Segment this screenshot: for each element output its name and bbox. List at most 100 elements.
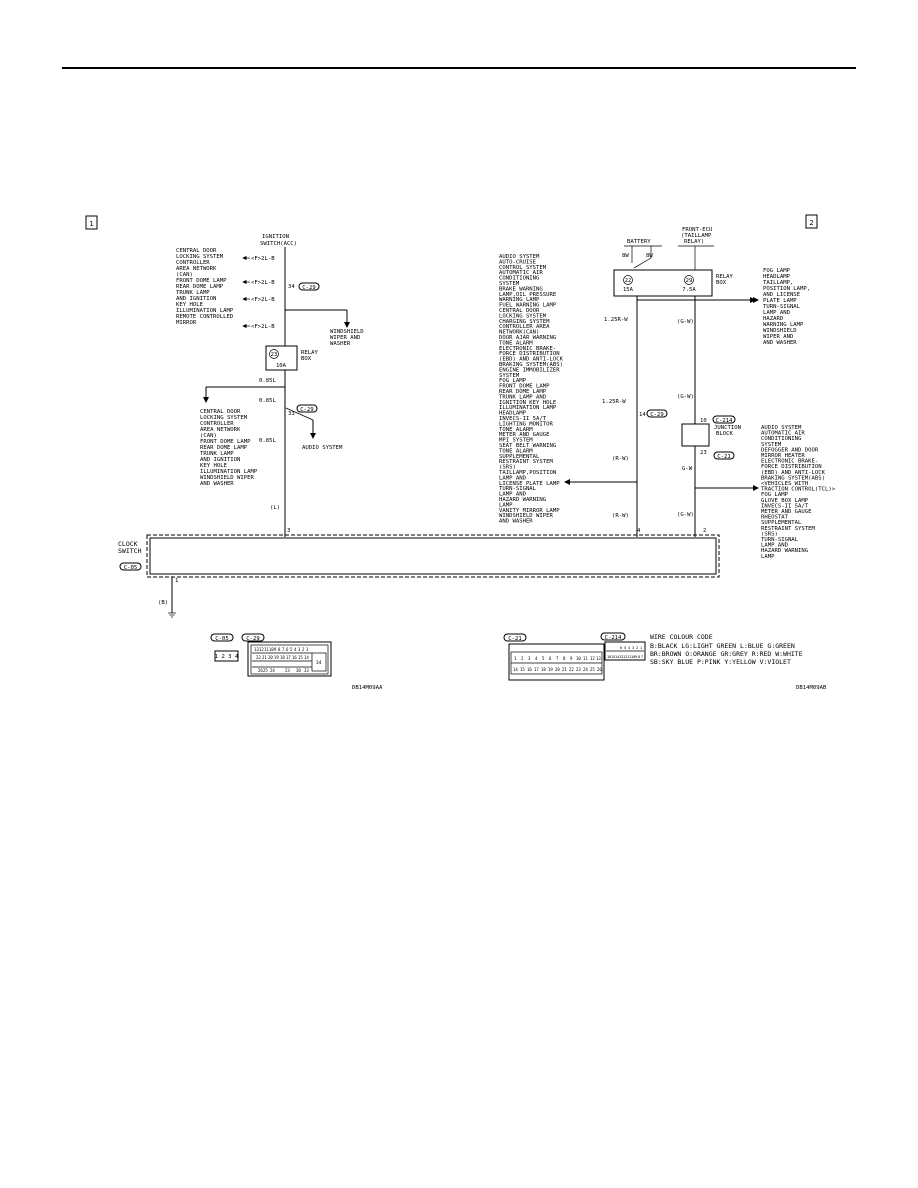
left-bottom-load-list: CENTRAL DOOR LOCKING SYSTEM CONTROLLER A… <box>200 409 258 487</box>
svg-text:11: 11 <box>264 647 269 652</box>
fuse-22-amp: 15A <box>623 287 634 293</box>
relay-box-right <box>613 269 713 297</box>
svg-text:(EBD) AND ANTI-LOCK: (EBD) AND ANTI-LOCK <box>499 357 564 363</box>
connector-c05-diagram <box>214 650 239 662</box>
svg-text:15: 15 <box>298 655 303 660</box>
svg-text:FUEL WARNING LAMP: FUEL WARNING LAMP <box>499 303 557 309</box>
wire-colour-legend: WIRE COLOUR CODE B:BLACK LG:LIGHT GREEN … <box>650 633 803 666</box>
svg-text:5: 5 <box>624 646 626 650</box>
svg-text:9: 9 <box>635 655 637 659</box>
svg-text:C-29: C-29 <box>246 636 259 642</box>
svg-text:AREA NETWORK: AREA NETWORK <box>176 266 217 272</box>
svg-text:2: 2 <box>636 646 638 650</box>
svg-text:LOCKING SYSTEM: LOCKING SYSTEM <box>176 254 224 260</box>
svg-text:DOOR AJAR WARNING: DOOR AJAR WARNING <box>499 335 557 341</box>
svg-text:12: 12 <box>623 655 627 659</box>
svg-text:KEY HOLE: KEY HOLE <box>176 302 204 308</box>
svg-text:RESTRAINT SYSTEM: RESTRAINT SYSTEM <box>499 459 554 465</box>
svg-text:CENTRAL DOOR: CENTRAL DOOR <box>200 409 241 415</box>
connector-c05-tag <box>119 562 142 571</box>
front-ecu-label-2: (TAILLAMP <box>681 233 712 239</box>
svg-text:TAILLAMP,: TAILLAMP, <box>763 280 793 286</box>
svg-text:WARNING LAMP: WARNING LAMP <box>763 322 804 328</box>
svg-text:FOG LAMP: FOG LAMP <box>499 378 527 384</box>
windshield-wiper-label-2: WIPER AND <box>330 335 361 341</box>
svg-text:ELECTRONIC BRAKE-: ELECTRONIC BRAKE- <box>761 459 818 465</box>
svg-text:KEY HOLE: KEY HOLE <box>200 463 228 469</box>
clock-switch-outline <box>146 534 720 578</box>
svg-text:18: 18 <box>541 667 546 672</box>
svg-text:IGNITION KEY HOLE: IGNITION KEY HOLE <box>499 400 557 406</box>
svg-text:TURN-SIGNAL: TURN-SIGNAL <box>499 486 537 492</box>
svg-text:(SRS): (SRS) <box>761 531 778 537</box>
wire-gw-3: (G-W) <box>677 512 694 518</box>
svg-text:SYSTEM: SYSTEM <box>761 442 782 448</box>
front-ecu-label-3: RELAY) <box>684 239 704 245</box>
connector-c29-tag-3 <box>646 409 668 418</box>
svg-text:TRUNK LAMP AND: TRUNK LAMP AND <box>499 394 547 400</box>
ignition-switch-label-1: IGNITION <box>262 234 289 240</box>
fusible-link-2: <F>2L-B <box>251 280 275 286</box>
svg-text:11: 11 <box>627 655 631 659</box>
pin-14: 14 <box>639 412 646 418</box>
connector-c05-pins: 1 2 3 4 <box>215 654 239 660</box>
section-marker-2 <box>805 214 818 229</box>
svg-text:33: 33 <box>304 668 309 673</box>
svg-text:WIRE COLOUR CODE: WIRE COLOUR CODE <box>650 633 713 641</box>
svg-text:C-05: C-05 <box>215 636 228 642</box>
pin-33: 33 <box>288 411 295 417</box>
svg-text:16: 16 <box>292 655 297 660</box>
svg-text:21: 21 <box>262 655 267 660</box>
svg-text:CONTROLLER: CONTROLLER <box>176 260 210 266</box>
svg-text:25: 25 <box>263 668 268 673</box>
svg-text:CENTRAL DOOR: CENTRAL DOOR <box>499 308 540 314</box>
svg-text:13: 13 <box>254 647 259 652</box>
svg-text:RHEOSTAT: RHEOSTAT <box>761 515 789 521</box>
svg-text:C-29: C-29 <box>302 285 315 291</box>
svg-text:BRAKING SYSTEM(ABS): BRAKING SYSTEM(ABS) <box>761 475 825 481</box>
svg-text:LAMP,OIL PRESSURE: LAMP,OIL PRESSURE <box>499 292 557 298</box>
svg-text:POSITION LAMP,: POSITION LAMP, <box>763 286 810 292</box>
svg-text:RESTRAINT SYSTEM: RESTRAINT SYSTEM <box>761 526 816 532</box>
svg-text:MPI SYSTEM: MPI SYSTEM <box>499 438 533 444</box>
section-marker-1 <box>85 215 98 230</box>
connector-c21-diagram-tag <box>503 633 527 642</box>
right-mid-load-list: AUDIO SYSTEM AUTOMATIC AIR CONDITIONING … <box>761 425 836 560</box>
svg-text:21: 21 <box>562 667 567 672</box>
svg-text:11: 11 <box>583 656 588 661</box>
svg-text:VANITY MIRROR LAMP: VANITY MIRROR LAMP <box>499 508 560 514</box>
windshield-wiper-label-1: WINDSHIELD <box>330 329 364 335</box>
svg-text:FRONT DOME LAMP: FRONT DOME LAMP <box>200 439 251 445</box>
svg-text:CONTROL SYSTEM: CONTROL SYSTEM <box>499 265 547 271</box>
svg-text:13: 13 <box>619 655 623 659</box>
svg-text:FOG LAMP: FOG LAMP <box>761 492 789 498</box>
svg-text:C-21: C-21 <box>508 636 521 642</box>
svg-text:6: 6 <box>549 656 552 661</box>
pin-23: 23 <box>700 450 707 456</box>
svg-text:TRUNK LAMP: TRUNK LAMP <box>176 290 210 296</box>
svg-text:DEFOGGER AND DOOR: DEFOGGER AND DOOR <box>761 447 819 453</box>
svg-text:FORCE DISTRIBUTION: FORCE DISTRIBUTION <box>761 464 822 470</box>
wire-8w-2: 8W <box>646 253 653 259</box>
svg-text:10: 10 <box>576 656 581 661</box>
svg-text:HAZARD WARNING: HAZARD WARNING <box>761 548 809 554</box>
svg-text:4: 4 <box>535 656 538 661</box>
svg-text:HEADLAMP: HEADLAMP <box>763 274 791 280</box>
svg-text:9: 9 <box>570 656 573 661</box>
wire-rw-2: (R-W) <box>612 513 629 519</box>
clock-switch-label-1: CLOCK <box>118 540 138 548</box>
svg-text:LAMP AND: LAMP AND <box>761 543 789 549</box>
connector-c214-diagram-tag <box>600 632 626 641</box>
svg-text:C-29: C-29 <box>300 407 313 413</box>
svg-text:LAMP AND: LAMP AND <box>499 475 527 481</box>
svg-text:WINDSHIELD WIPER: WINDSHIELD WIPER <box>200 475 255 481</box>
svg-text:8: 8 <box>563 656 566 661</box>
connector-c29-tag-2 <box>296 404 318 413</box>
clock-switch-label-2: SWITCH <box>118 547 142 555</box>
svg-text:6: 6 <box>620 646 622 650</box>
fusible-link-4: <F>2L-B <box>251 324 275 330</box>
diagram-code-left: DB14M09AA <box>352 685 383 691</box>
connector-c29-diagram <box>247 641 332 677</box>
svg-text:CHARGING SYSTEM: CHARGING SYSTEM <box>499 319 550 325</box>
wire-color-b: (B) <box>158 600 168 606</box>
